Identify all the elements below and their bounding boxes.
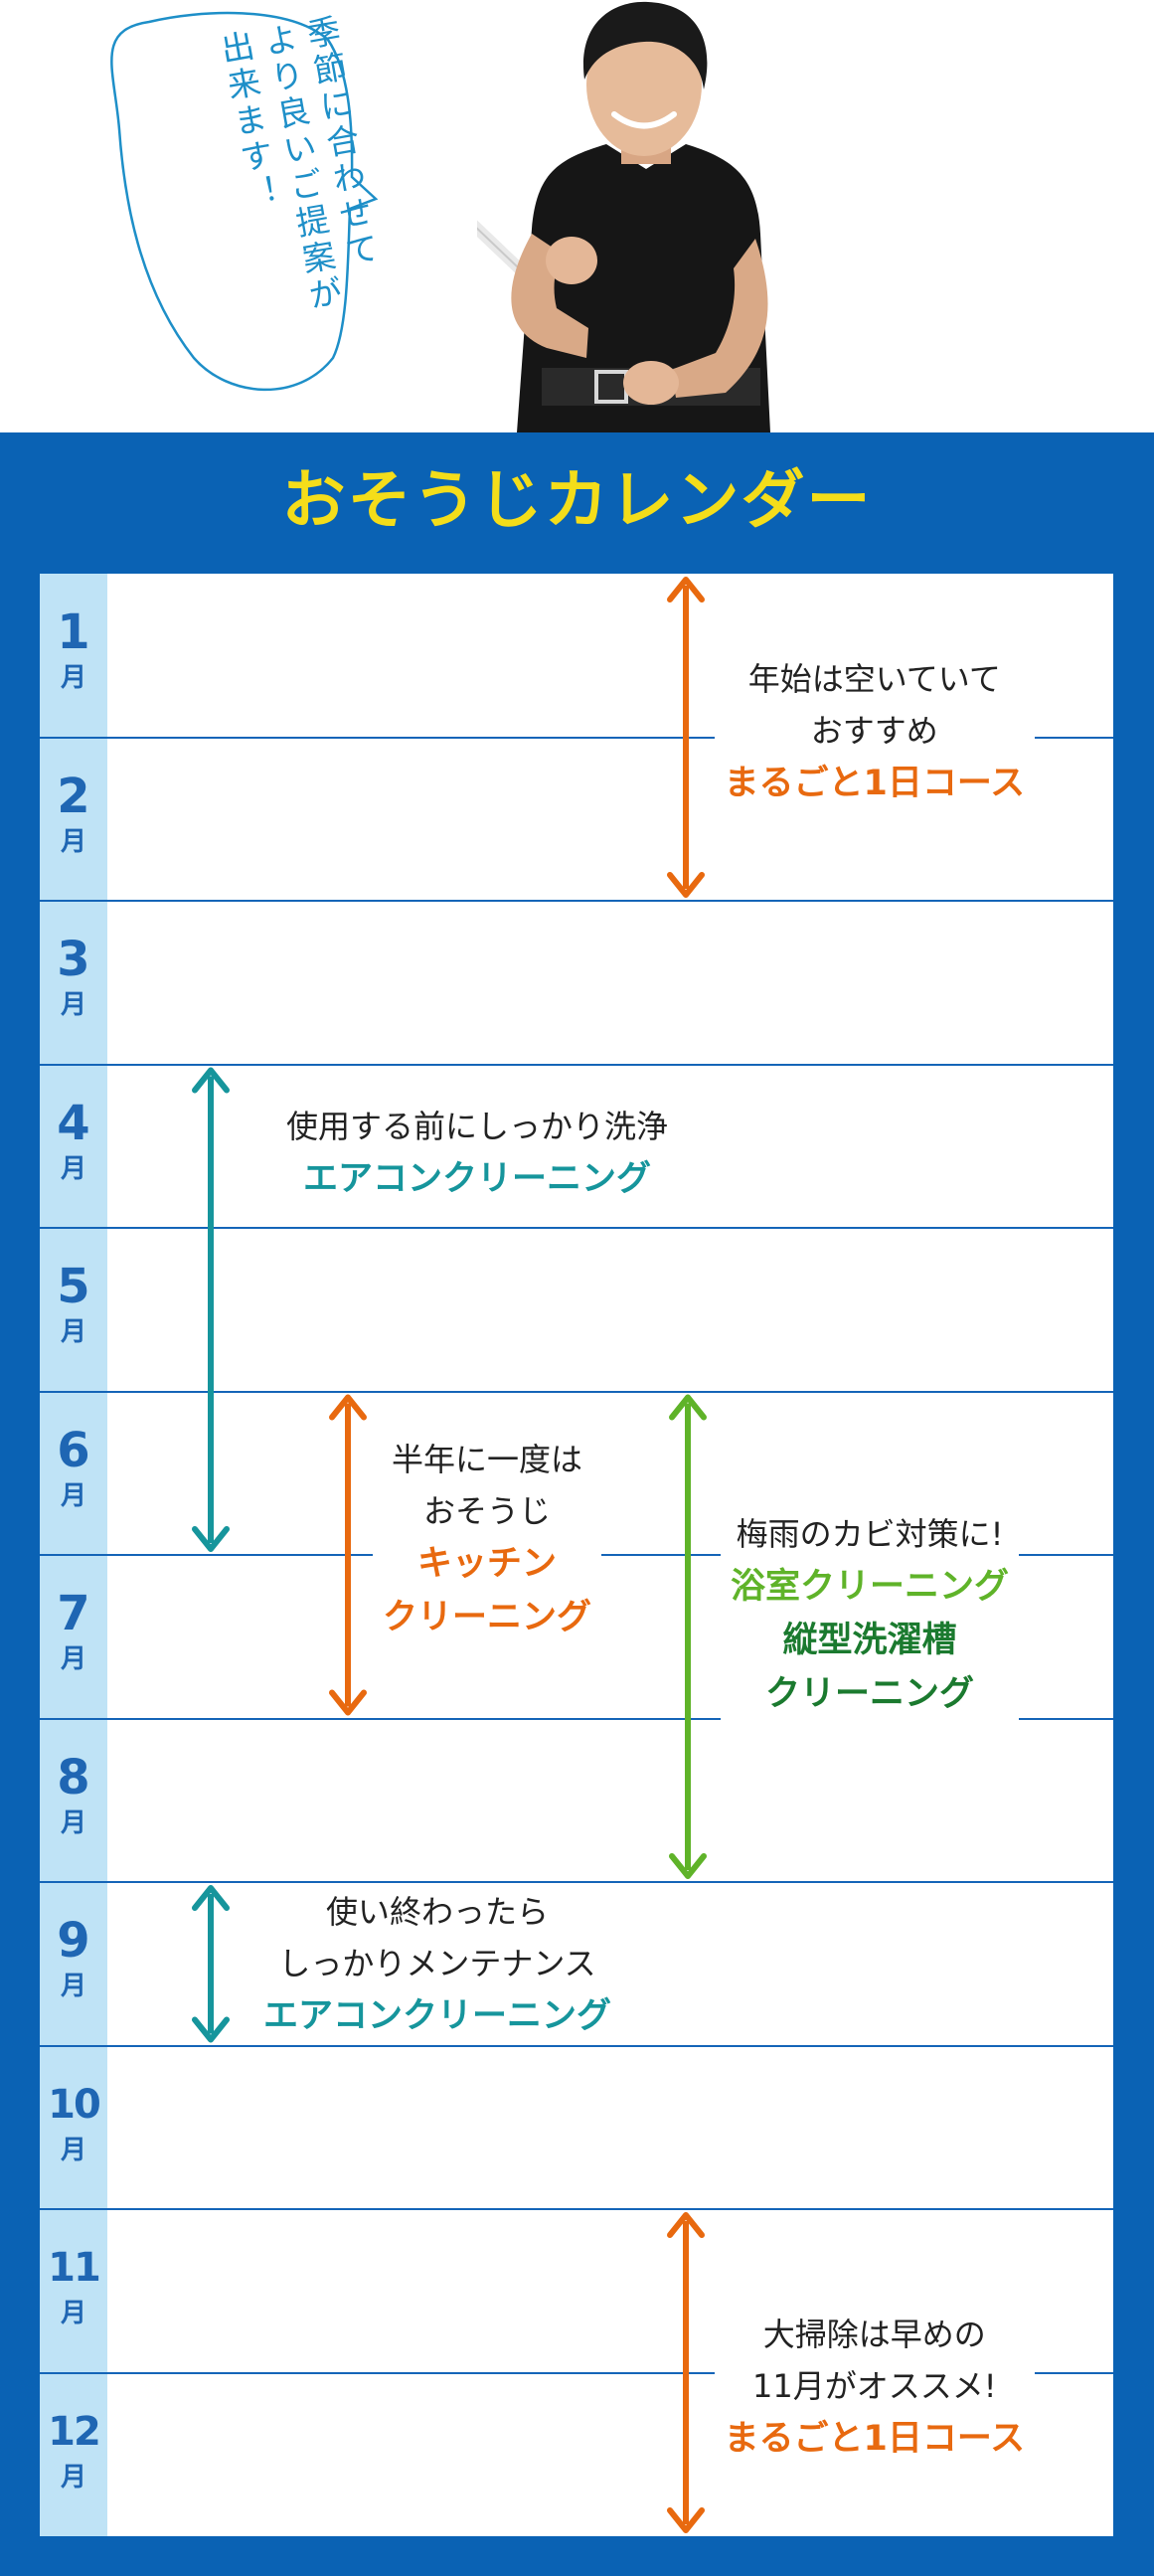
note-line: 浴室クリーニング bbox=[731, 1567, 1010, 1607]
month-unit: 月 bbox=[60, 826, 86, 857]
month-unit: 月 bbox=[60, 1317, 86, 1347]
arrow-newyear bbox=[667, 577, 705, 898]
period-arrows bbox=[192, 577, 707, 2533]
month-unit: 月 bbox=[60, 2462, 86, 2492]
note-line: クリーニング bbox=[383, 1598, 592, 1637]
speech-bubble bbox=[110, 11, 379, 392]
month-unit: 月 bbox=[60, 990, 86, 1020]
note-aircon-spring: 使用する前にしっかり洗浄エアコンクリーニング bbox=[276, 1101, 679, 1206]
note-line: 11月がオススメ! bbox=[752, 2367, 997, 2405]
note-line: エアコンクリーニング bbox=[303, 1159, 652, 1199]
month-divider bbox=[40, 1227, 1113, 1229]
month-number: 3 bbox=[57, 932, 90, 987]
month-number: 6 bbox=[57, 1422, 90, 1478]
note-line: 半年に一度は bbox=[392, 1441, 583, 1478]
month-unit: 月 bbox=[60, 2135, 86, 2165]
month-cell-10: 10 月 bbox=[40, 2045, 107, 2209]
month-divider bbox=[40, 1063, 1113, 1066]
note-line: 年始は空いていて bbox=[747, 660, 1001, 698]
month-cell-12: 12 月 bbox=[40, 2372, 107, 2536]
note-line: 使い終わったら bbox=[326, 1893, 550, 1931]
month-divider bbox=[40, 736, 1113, 739]
month-divider bbox=[40, 2208, 1113, 2210]
month-number: 7 bbox=[57, 1586, 90, 1641]
month-number: 11 bbox=[48, 2245, 101, 2291]
note-line: おすすめ bbox=[810, 712, 938, 750]
month-unit: 月 bbox=[60, 1480, 86, 1511]
note-line: まるごと1日コース bbox=[724, 764, 1026, 803]
note-line: エアコンクリーニング bbox=[263, 1996, 612, 2036]
arrow-rainy bbox=[669, 1394, 707, 1879]
month-divider bbox=[40, 1390, 1113, 1393]
header: 季節に合わせて より良いご提案が 出来ます！ bbox=[0, 0, 1154, 432]
note-newyear: 年始は空いていておすすめまるごと1日コース bbox=[714, 653, 1036, 810]
note-aircon-autumn: 使い終わったらしっかりメンテナンスエアコンクリーニング bbox=[253, 1886, 622, 2043]
month-number: 1 bbox=[57, 604, 90, 660]
month-number: 4 bbox=[57, 1095, 90, 1151]
month-number: 2 bbox=[57, 768, 90, 824]
month-unit: 月 bbox=[60, 1807, 86, 1838]
month-number: 10 bbox=[48, 2081, 101, 2128]
month-divider bbox=[40, 1717, 1113, 1720]
arrow-yearend bbox=[667, 2212, 705, 2533]
arrow-aircon-autumn bbox=[192, 1885, 230, 2043]
month-unit: 月 bbox=[60, 1644, 86, 1674]
month-divider bbox=[40, 2371, 1113, 2374]
worker-photo bbox=[477, 1, 770, 432]
month-number: 8 bbox=[57, 1749, 90, 1805]
arrow-aircon-spring bbox=[192, 1067, 230, 1552]
month-number: 12 bbox=[48, 2408, 101, 2455]
note-rainy: 梅雨のカビ対策に! 浴室クリーニング縦型洗濯槽クリーニング bbox=[721, 1508, 1020, 1721]
month-unit: 月 bbox=[60, 1972, 86, 2001]
month-cell-11: 11 月 bbox=[40, 2209, 107, 2373]
note-line: しっかりメンテナンス bbox=[278, 1945, 596, 1982]
month-divider bbox=[40, 900, 1113, 902]
note-line: 梅雨のカビ対策に! bbox=[736, 1515, 1004, 1553]
month-divider bbox=[40, 1881, 1113, 1883]
note-line: まるごと1日コース bbox=[724, 2419, 1026, 2459]
note-yearend: 大掃除は早めの 11月がオススメ! まるごと1日コース bbox=[714, 2309, 1036, 2466]
note-line: 大掃除は早めの bbox=[762, 2316, 986, 2353]
note-line: キッチン bbox=[417, 1544, 558, 1584]
arrow-kitchen bbox=[329, 1394, 367, 1716]
note-kitchen: 半年に一度はおそうじキッチンクリーニング bbox=[373, 1434, 602, 1644]
month-divider bbox=[40, 2044, 1113, 2047]
note-line: 使用する前にしっかり洗浄 bbox=[286, 1108, 669, 1145]
note-line: おそうじ bbox=[423, 1492, 552, 1530]
note-line: 縦型洗濯槽 bbox=[782, 1621, 957, 1660]
month-number: 5 bbox=[57, 1259, 90, 1314]
month-unit: 月 bbox=[60, 663, 86, 693]
calendar-title: おそうじカレンダー bbox=[281, 464, 873, 538]
month-number: 9 bbox=[57, 1913, 90, 1969]
note-line: クリーニング bbox=[765, 1674, 975, 1714]
month-unit: 月 bbox=[60, 1153, 86, 1184]
month-unit: 月 bbox=[60, 2299, 86, 2328]
